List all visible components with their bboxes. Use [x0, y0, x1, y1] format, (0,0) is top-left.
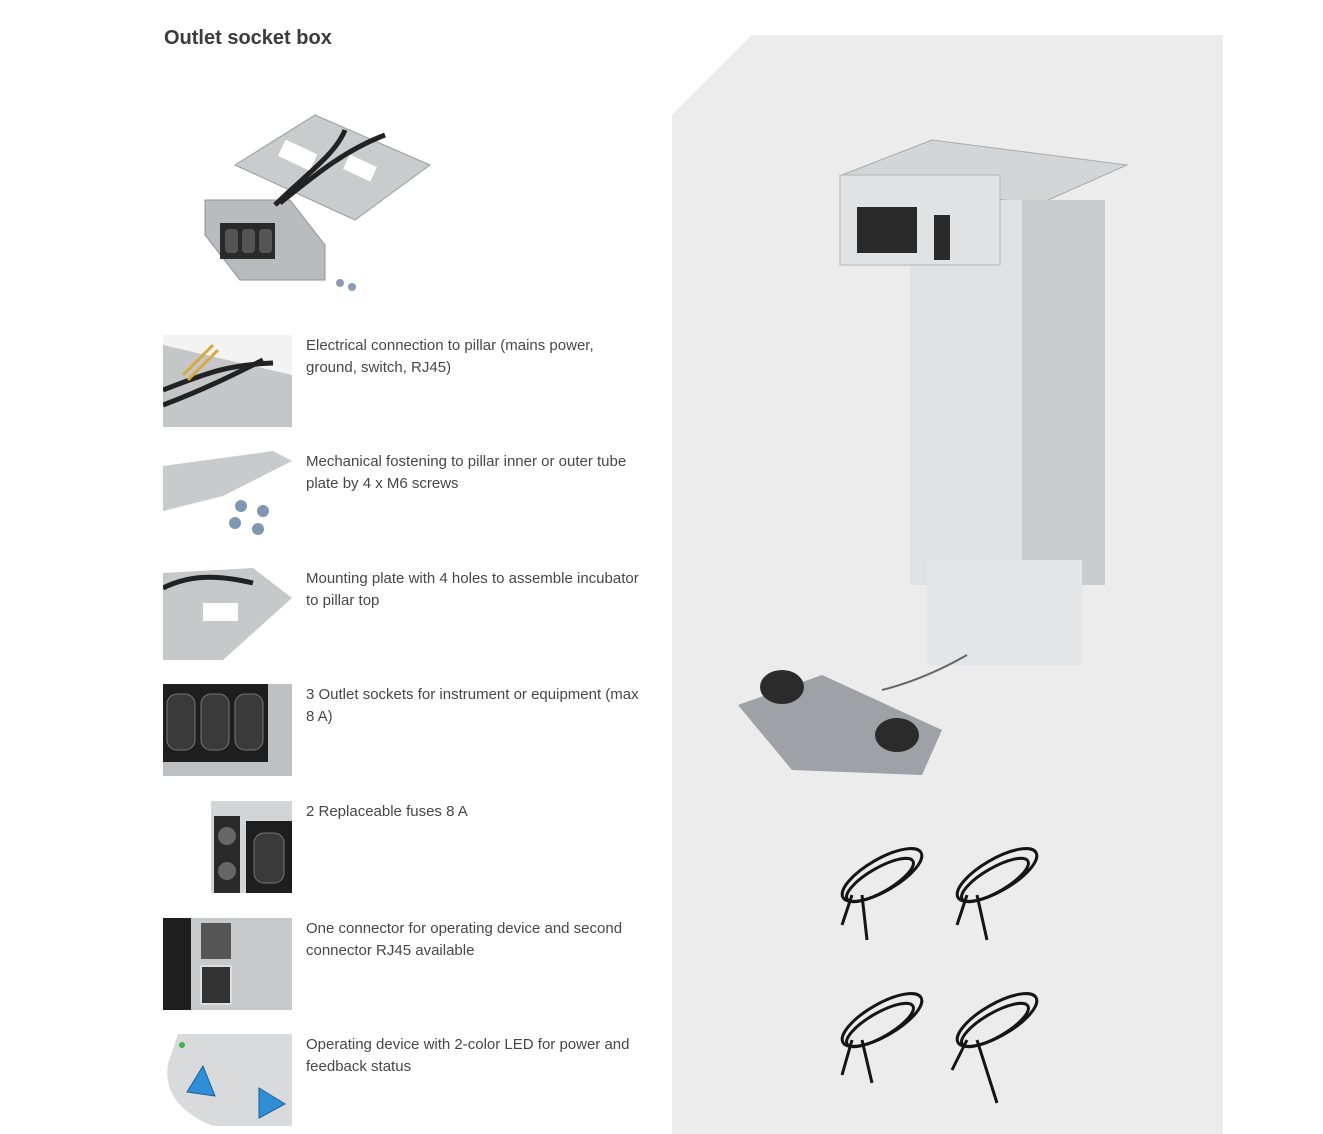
- fuses-image: [211, 801, 292, 893]
- outlet-socket-box-image: [195, 105, 440, 310]
- feature-text: Operating device with 2-color LED for po…: [306, 1036, 630, 1075]
- lifting-pillar-image: [738, 139, 1129, 775]
- connectors-image: [163, 918, 292, 1010]
- operating-device-image: [163, 1034, 292, 1126]
- product-image-panel: [672, 35, 1223, 1134]
- feature-text: One connector for operating device and s…: [306, 920, 623, 959]
- feature-text: 3 Outlet sockets for instrument or equip…: [306, 686, 639, 725]
- electrical-connection-image: [163, 335, 292, 427]
- power-cables-image: [840, 847, 1039, 1104]
- mounting-plate-image: [163, 568, 292, 660]
- page-title: Outlet socket box: [164, 27, 332, 49]
- feature-text: Electrical connection to pillar (mains p…: [306, 337, 594, 376]
- feature-text: Mechanical fostening to pillar inner or …: [306, 453, 627, 492]
- feature-text: Mounting plate with 4 holes to assemble …: [306, 570, 639, 609]
- mechanical-fastening-image: [163, 451, 292, 543]
- feature-text: 2 Replaceable fuses 8 A: [306, 803, 468, 820]
- outlet-sockets-image: [163, 684, 292, 776]
